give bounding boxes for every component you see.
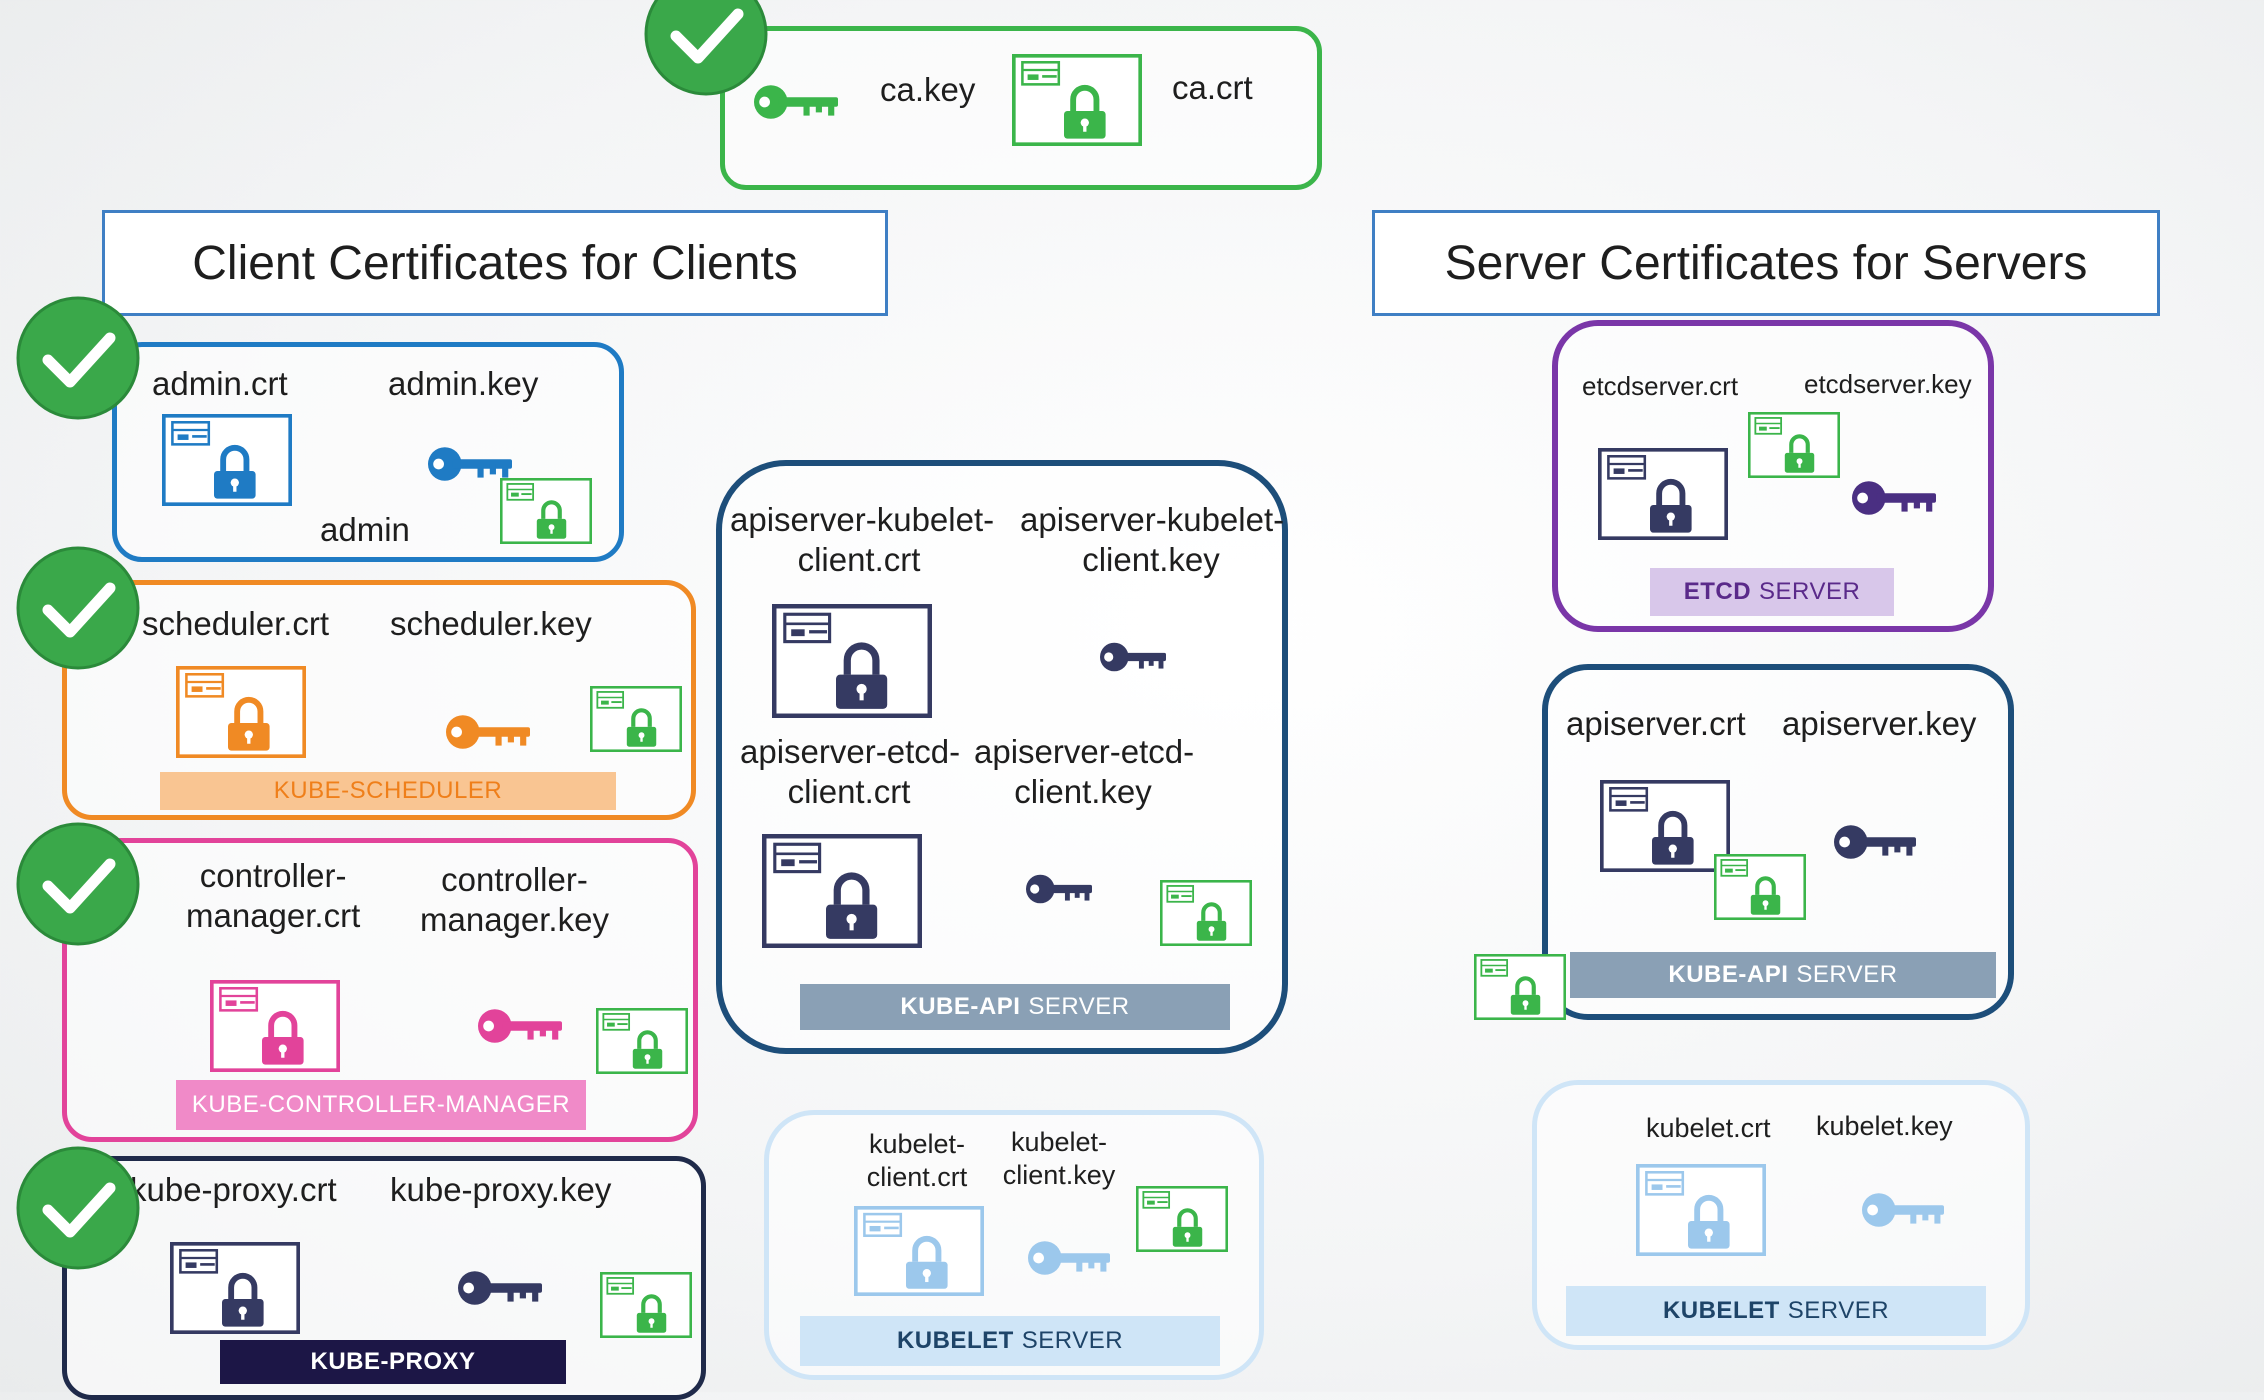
kube-api-server-bar-bold: KUBE-API	[1668, 961, 1789, 988]
kube-proxy-bar-text: KUBE-PROXY	[310, 1348, 476, 1375]
etcdserver-key-icon	[1852, 481, 1936, 515]
kubelet-server-bar-bold: KUBELET	[1662, 1297, 1780, 1324]
ca-key-icon	[754, 85, 838, 119]
kubelet-client-cert-icon	[854, 1206, 985, 1297]
apiserver-key-label: apiserver.key	[1782, 705, 1977, 742]
scheduler-crt-label: scheduler.crt	[142, 605, 330, 642]
apiserver-cert-icon	[1600, 780, 1731, 873]
apiserver-client-box	[716, 460, 1288, 1054]
kube-api-server-side-cert-icon	[1473, 953, 1567, 1020]
apiserver-client-bar-rest: SERVER	[1028, 993, 1130, 1020]
scheduler-cert-icon	[176, 666, 307, 759]
apiserver-client-kube-api-server-bar: KUBE-API SERVER	[800, 984, 1230, 1030]
admin-cert-icon	[162, 414, 293, 507]
controller-manager-key-label: controller- manager.key	[420, 861, 609, 938]
admin-check-icon	[16, 296, 140, 425]
apiserver-client-ca-signed-cert-icon	[1159, 879, 1253, 946]
apiserver-etcd-client-crt-label: apiserver-etcd- client.crt	[740, 733, 961, 810]
ca-crt-label: ca.crt	[1172, 69, 1253, 106]
admin-key-icon	[428, 447, 512, 481]
apiserver-crt-label: apiserver.crt	[1566, 705, 1746, 742]
apiserver-etcd-client-cert-icon	[762, 834, 923, 948]
server-certificates-header: Server Certificates for Servers	[1372, 210, 2160, 316]
scheduler-ca-signed-cert-icon	[589, 685, 683, 752]
apiserver-kubelet-client-cert-icon	[772, 604, 933, 718]
etcdserver-cert-icon	[1598, 448, 1729, 541]
ca-key-label: ca.key	[880, 71, 976, 108]
etcdserver-ca-signed-cert-icon	[1747, 411, 1841, 478]
apiserver-etcd-client-key-label: apiserver-etcd- client.key	[974, 733, 1195, 810]
apiserver-client-bar-bold: KUBE-API	[900, 993, 1021, 1020]
etcd-server-bar-rest: SERVER	[1759, 578, 1861, 605]
admin-name-label: admin	[320, 511, 410, 548]
kubelet-key-label: kubelet.key	[1816, 1111, 1953, 1141]
controller-manager-key-icon	[478, 1009, 562, 1043]
kubelet-client-bar-bold: KUBELET	[896, 1327, 1014, 1354]
controller-manager-ca-signed-cert-icon	[595, 1007, 689, 1074]
kubelet-client-key-icon	[1028, 1241, 1110, 1275]
etcd-server-bar: ETCD SERVER	[1650, 568, 1894, 616]
kubelet-server-key-icon	[1862, 1193, 1944, 1227]
apiserver-kubelet-client-key-icon	[1100, 642, 1166, 672]
kubelet-client-crt-label: kubelet- client.crt	[866, 1129, 968, 1192]
client-certificates-header: Client Certificates for Clients	[102, 210, 888, 316]
admin-ca-signed-cert-icon	[499, 477, 593, 544]
ca-check-icon	[644, 0, 768, 101]
apiserver-etcd-client-key-icon	[1026, 874, 1092, 904]
kubelet-server-cert-icon	[1636, 1164, 1767, 1257]
kubelet-client-ca-signed-cert-icon	[1135, 1185, 1229, 1252]
kube-proxy-key-icon	[458, 1271, 542, 1305]
apiserver-kubelet-client-key-label: apiserver-kubelet- client.key	[1020, 501, 1285, 578]
controller-manager-crt-label: controller- manager.crt	[186, 857, 361, 934]
kube-api-server-bar: KUBE-API SERVER	[1570, 952, 1996, 998]
controller-manager-cert-icon	[210, 980, 341, 1073]
kube-api-server-bar-rest: SERVER	[1796, 961, 1898, 988]
etcdserver-key-label: etcdserver.key	[1804, 369, 1972, 399]
apiserver-ca-signed-cert-icon	[1713, 853, 1807, 920]
kubelet-server-bar-rest: SERVER	[1787, 1297, 1890, 1324]
kubelet-client-bar-rest: SERVER	[1021, 1327, 1124, 1354]
kube-scheduler-bar: KUBE-SCHEDULER	[160, 772, 616, 810]
kubelet-client-key-label: kubelet- client.key	[1002, 1127, 1116, 1190]
kube-proxy-cert-icon	[170, 1242, 301, 1335]
kubelet-crt-label: kubelet.crt	[1646, 1113, 1771, 1143]
kubelet-server-bar: KUBELET SERVER	[1566, 1286, 1986, 1336]
etcd-server-bar-bold: ETCD	[1683, 578, 1752, 605]
etcdserver-crt-label: etcdserver.crt	[1582, 371, 1739, 401]
admin-crt-label: admin.crt	[152, 365, 288, 402]
kube-proxy-check-icon	[16, 1146, 140, 1275]
controller-manager-check-icon	[16, 822, 140, 951]
scheduler-check-icon	[16, 546, 140, 675]
apiserver-kubelet-client-crt-label: apiserver-kubelet- client.crt	[730, 501, 995, 578]
admin-key-label: admin.key	[388, 365, 539, 402]
ca-cert-icon	[1012, 54, 1143, 147]
apiserver-key-icon	[1834, 825, 1916, 859]
kube-proxy-bar: KUBE-PROXY	[220, 1340, 566, 1384]
kube-proxy-key-label: kube-proxy.key	[390, 1171, 612, 1208]
kube-proxy-ca-signed-cert-icon	[599, 1271, 693, 1338]
scheduler-key-label: scheduler.key	[390, 605, 592, 642]
scheduler-key-icon	[446, 715, 530, 749]
kube-proxy-crt-label: kube-proxy.crt	[130, 1171, 337, 1208]
kube-controller-manager-bar: KUBE-CONTROLLER-MANAGER	[176, 1080, 586, 1130]
kubelet-client-server-bar: KUBELET SERVER	[800, 1316, 1220, 1366]
